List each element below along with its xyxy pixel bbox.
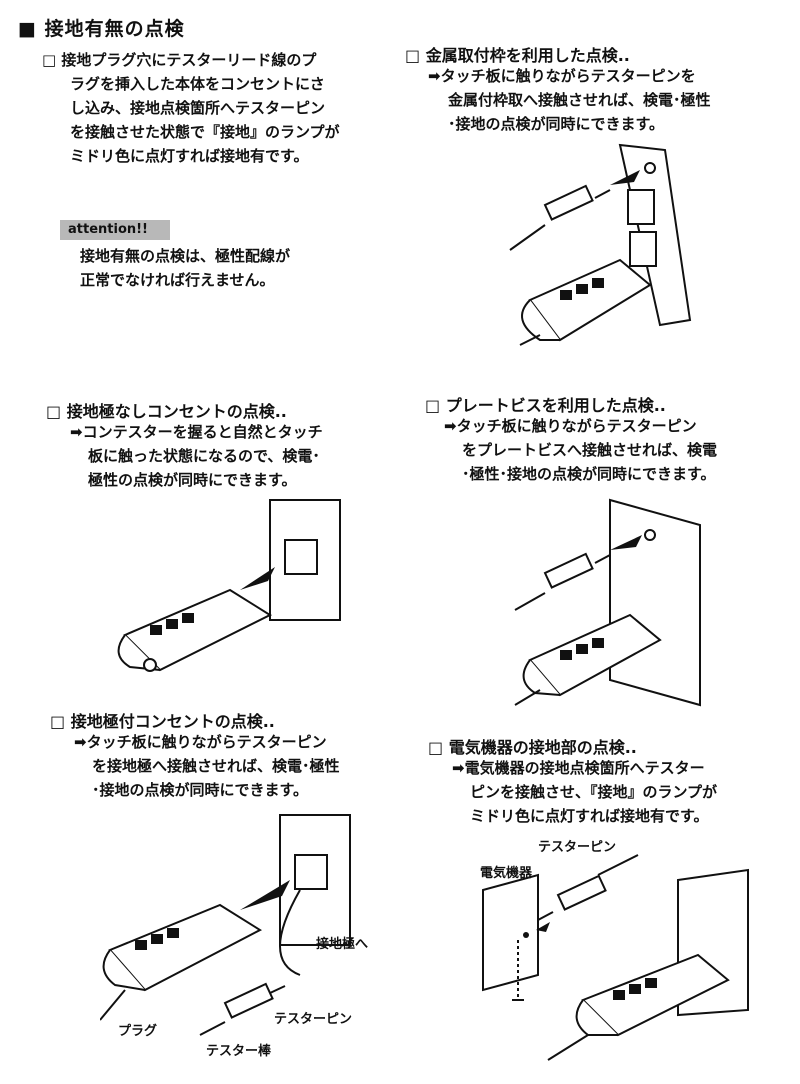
tester-pin-shaft <box>514 592 546 611</box>
tester-key <box>560 290 572 300</box>
tester-body-curve <box>521 299 560 341</box>
section-line: ➡コンテスターを握ると自然とタッチ <box>70 423 323 441</box>
tester-pin-tip <box>269 985 286 994</box>
section-appliance-heading: □ 電気機器の接地部の点検.. <box>428 738 637 757</box>
tester-key <box>560 650 572 660</box>
section-line: 極性の点検が同時にできます。 <box>88 471 297 489</box>
tester-key <box>167 928 179 938</box>
with-ground-illustration <box>100 814 351 1036</box>
tester-pin-tip <box>594 189 611 199</box>
lamp-icon <box>143 658 157 672</box>
section-line: を接地極へ接触させれば、検電･極性 <box>92 757 340 775</box>
arrow-icon <box>240 880 290 910</box>
section-plate-screw-text: ➡タッチ板に触りながらテスターピン をプレートビスへ接触させれば、検電 ･極性･… <box>444 414 717 486</box>
tester-pin-shaft <box>597 854 639 876</box>
section-appliance-text: ➡電気機器の接地点検箇所へテスター ピンを接触させ、『接地』のランプが ミドリ色… <box>452 756 717 828</box>
outlet <box>284 539 318 575</box>
section-line: ピンを接触させ、『接地』のランプが <box>470 783 718 801</box>
arrow-icon <box>610 170 640 185</box>
section-no-ground-heading: □ 接地極なしコンセントの点検.. <box>46 402 287 421</box>
section-line: ミドリ色に点灯すれば接地有です。 <box>470 807 709 825</box>
tester-rod-shaft <box>199 1021 226 1036</box>
section-with-ground-heading: □ 接地極付コンセントの点検.. <box>50 712 275 731</box>
tester-key <box>645 978 657 988</box>
tester-body <box>528 258 652 342</box>
tester-pin-shaft <box>509 224 546 251</box>
intro-line: を接触させた状態で『接地』のランプが <box>70 123 340 141</box>
page-title: ■ 接地有無の点検 <box>18 18 185 40</box>
section-metal-frame-heading: □ 金属取付枠を利用した点検.. <box>405 46 630 65</box>
section-line: ➡タッチ板に触りながらテスターピンを <box>428 67 696 85</box>
section-line: 金属付枠取へ接触させれば、検電･極性 <box>448 91 711 109</box>
tester-key <box>151 934 163 944</box>
tester-key <box>592 638 604 648</box>
outlet-slot <box>627 189 655 225</box>
lead-wire <box>547 1034 589 1061</box>
arrow-icon <box>240 567 275 590</box>
intro-line: ラグを挿入した本体をコンセントにさ <box>70 75 325 93</box>
section-no-ground-text: ➡コンテスターを握ると自然とタッチ 板に触った状態になるので、検電･ 極性の点検… <box>70 420 323 492</box>
section-line: ･極性･接地の点検が同時にできます。 <box>462 465 716 483</box>
section-line: ➡タッチ板に触りながらテスターピン <box>444 417 697 435</box>
tester-key <box>166 619 178 629</box>
tester-pin <box>556 874 607 911</box>
tester-pin <box>543 552 594 589</box>
tester-body-curve <box>102 949 146 991</box>
appliance-box <box>482 873 539 992</box>
outlet <box>294 854 328 890</box>
ground-point-icon <box>523 932 529 938</box>
lead-wire <box>519 334 541 346</box>
attention-line: 接地有無の点検は、極性配線が <box>80 247 291 265</box>
tester-key <box>592 278 604 288</box>
section-metal-frame-text: ➡タッチ板に触りながらテスターピンを 金属付枠取へ接触させれば、検電･極性 ･接… <box>428 64 711 136</box>
tester-key <box>135 940 147 950</box>
section-line: ･接地の点検が同時にできます。 <box>92 781 309 799</box>
arrow-icon <box>536 922 550 932</box>
outlet-slot <box>629 231 657 267</box>
intro-line: し込み、接地点検箇所へテスターピン <box>70 99 326 117</box>
label-plug: プラグ <box>118 1024 158 1039</box>
attention-text: 接地有無の点検は、極性配線が 正常でなければ行えません。 <box>80 244 290 292</box>
attention-badge: attention!! <box>60 220 170 240</box>
screw-icon <box>644 529 656 541</box>
tester-key <box>629 984 641 994</box>
wall-plate <box>609 498 701 707</box>
tester-rod <box>223 982 274 1019</box>
section-plate-screw-heading: □ プレートビスを利用した点検.. <box>425 396 666 415</box>
section-line: をプレートビスへ接触させれば、検電 <box>462 441 718 459</box>
tester-key <box>613 990 625 1000</box>
intro-line: □ 接地プラグ穴にテスターリード線のプ <box>42 51 317 69</box>
tester-pin-tip <box>537 911 554 921</box>
section-line: ➡タッチ板に触りながらテスターピン <box>74 733 327 751</box>
section-line: ･接地の点検が同時にできます。 <box>448 115 665 133</box>
tester-key <box>182 613 194 623</box>
no-ground-illustration <box>117 499 341 672</box>
metal-frame-illustration <box>509 143 692 346</box>
tester-pin-tip <box>594 554 611 564</box>
appliance-illustration <box>482 854 749 1061</box>
lead-wire <box>514 689 541 706</box>
label-tester-pin-2: テスターピン <box>538 840 617 855</box>
label-appliance: 電気機器 <box>480 866 533 881</box>
tester-key <box>576 284 588 294</box>
plate-screw-illustration <box>514 498 701 707</box>
intro-text: □ 接地プラグ穴にテスターリード線のプ ラグを挿入した本体をコンセントにさ し込… <box>42 48 340 168</box>
tester-key <box>576 644 588 654</box>
section-with-ground-text: ➡タッチ板に触りながらテスターピン を接地極へ接触させれば、検電･極性 ･接地の… <box>74 730 340 802</box>
ground-wire <box>279 889 301 976</box>
label-tester-pin: テスターピン <box>274 1012 353 1027</box>
tester-body <box>528 613 662 697</box>
label-tester-rod: テスター棒 <box>206 1044 272 1059</box>
plug-wire <box>100 989 126 1021</box>
label-ground-pole: 接地極へ <box>316 937 369 952</box>
tester-key <box>150 625 162 635</box>
section-line: ➡電気機器の接地点検箇所へテスター <box>452 759 705 777</box>
intro-line: ミドリ色に点灯すれば接地有です。 <box>70 147 309 165</box>
attention-line: 正常でなければ行えません。 <box>80 271 275 289</box>
screw-icon <box>644 162 656 174</box>
arrow-icon <box>610 535 642 550</box>
tester-pin <box>543 184 594 221</box>
section-line: 板に触った状態になるので、検電･ <box>88 447 320 465</box>
